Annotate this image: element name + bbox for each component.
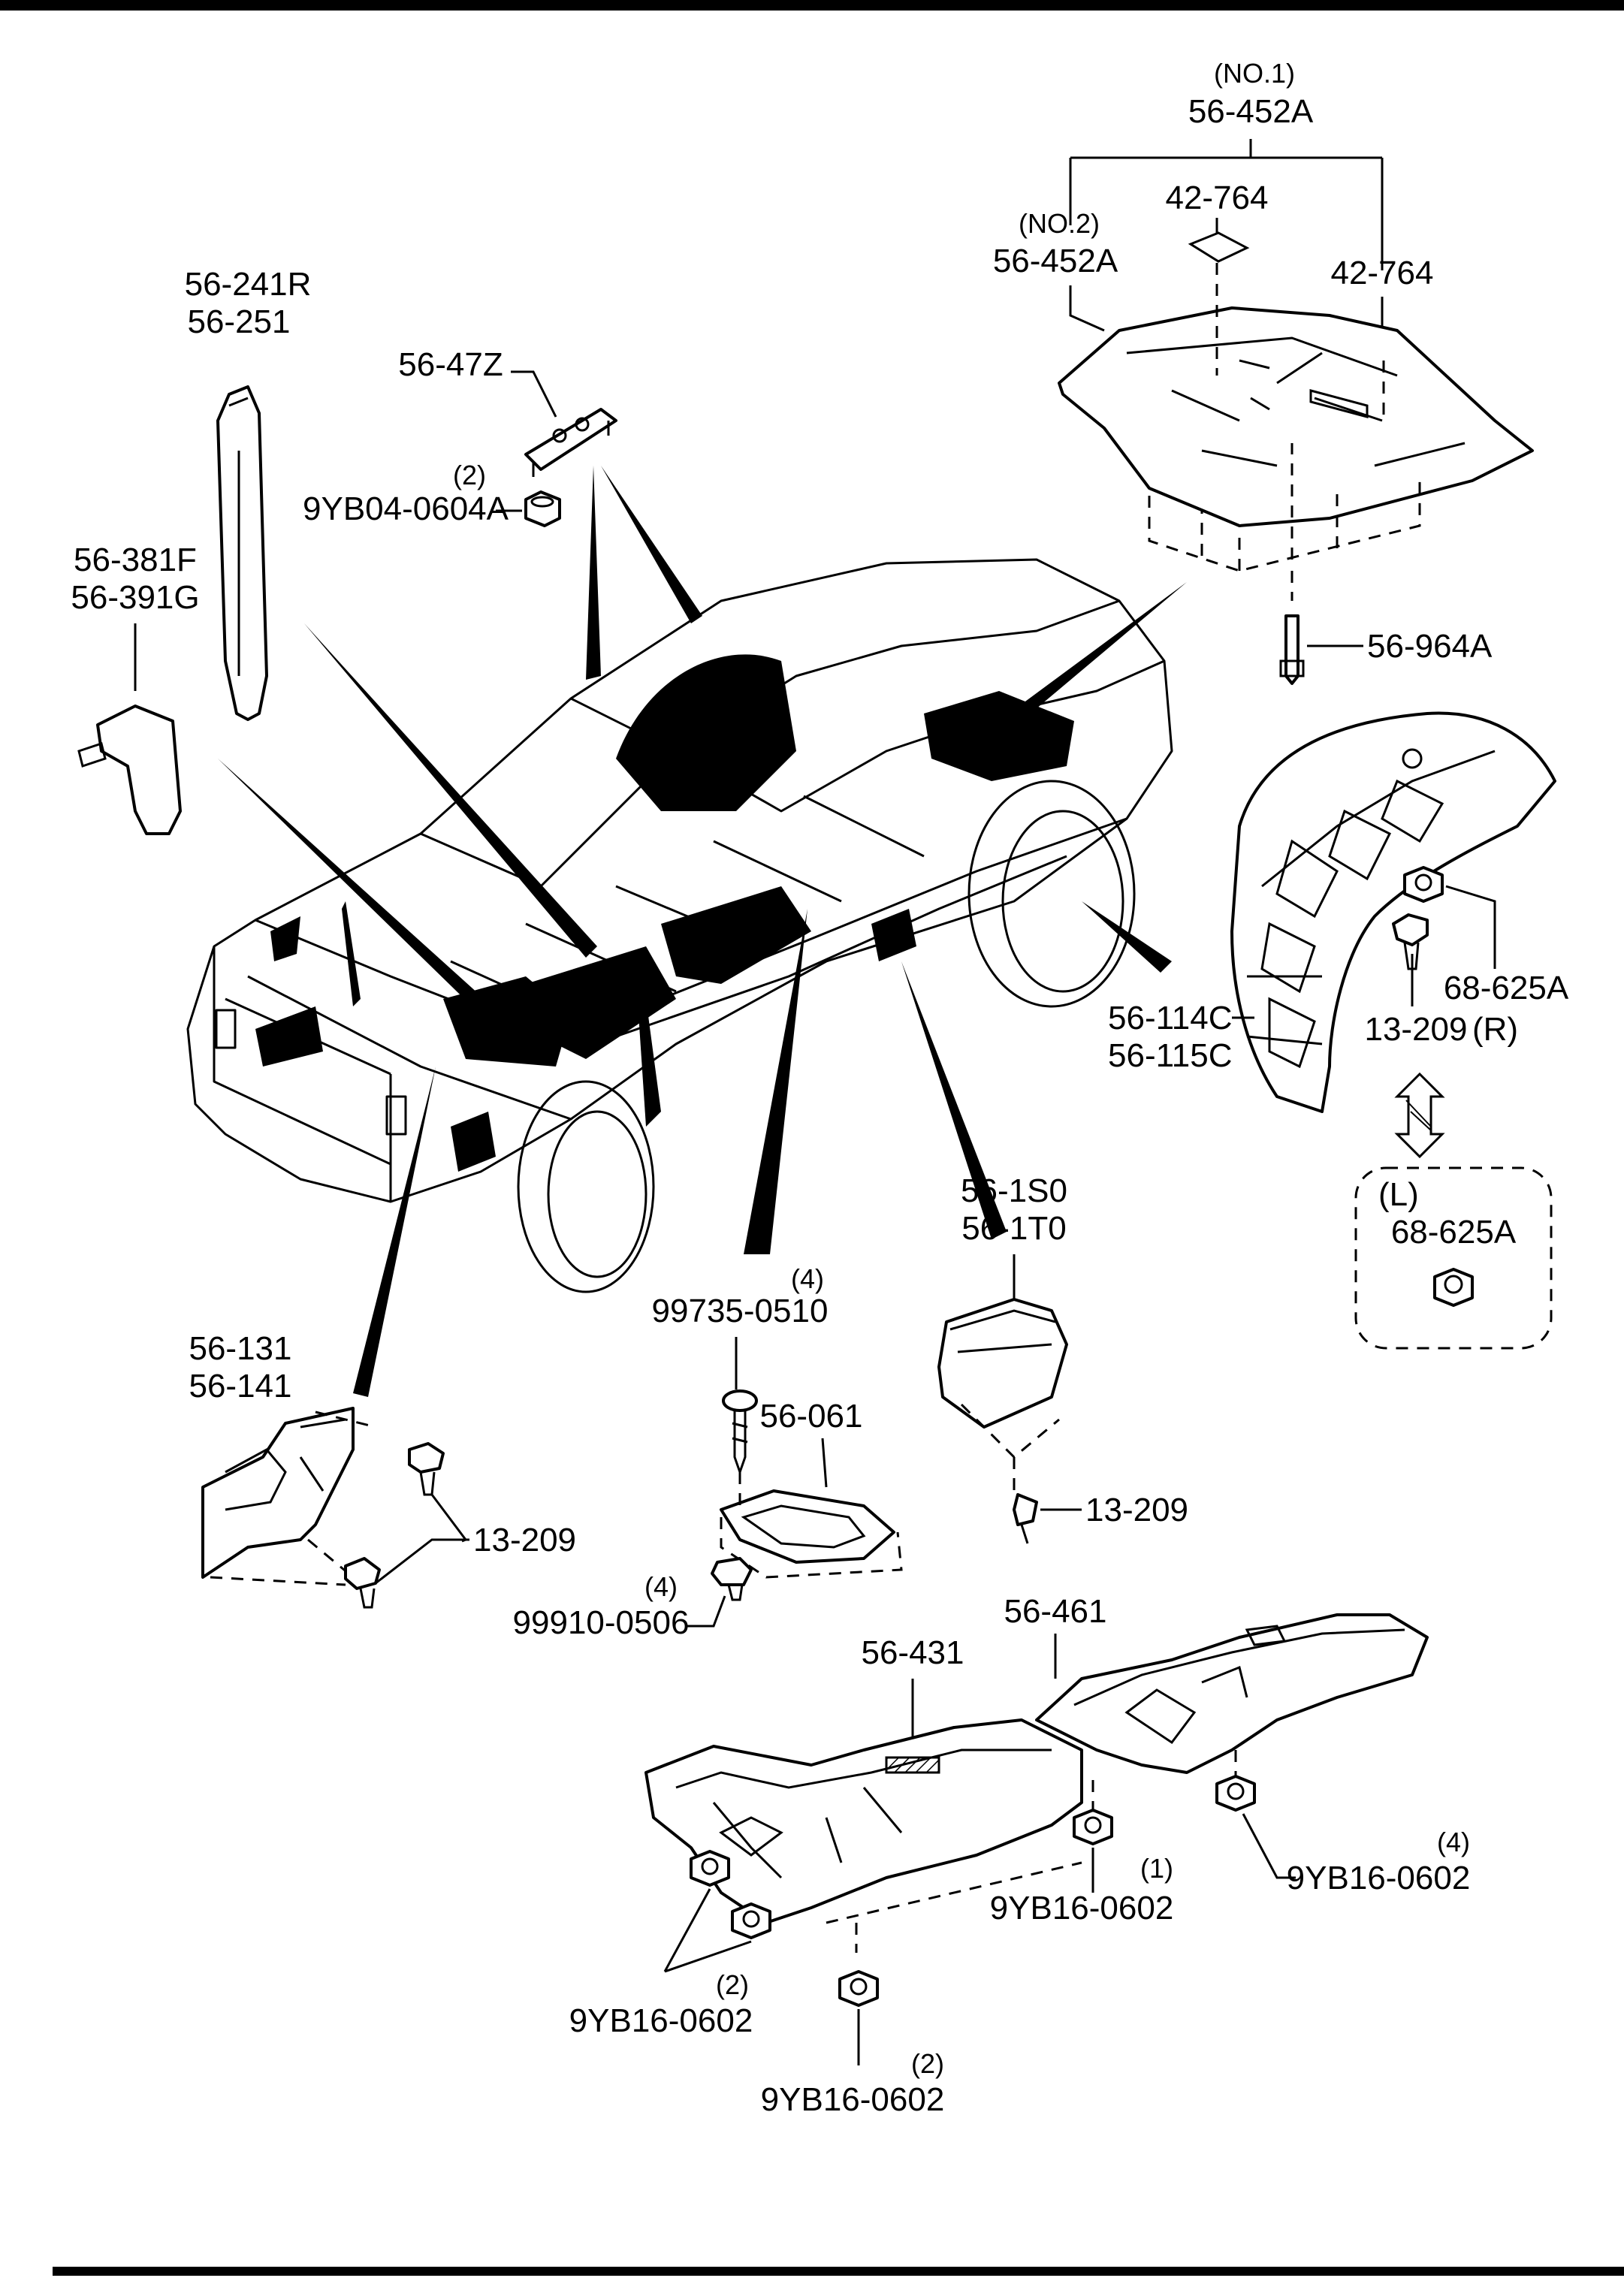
nut-top-label: 9YB04-0604A — [303, 490, 509, 527]
nut-mid-qty: (1) — [1140, 1853, 1173, 1884]
engine-under-cover: (NO.1) 56-452A 42-764 (NO.2) 56-452A 42-… — [993, 58, 1534, 685]
bottom-border — [53, 2267, 1624, 2276]
splash-shield: 56-131 56-141 13-209 — [189, 1330, 576, 1609]
leader-wedge-pillar — [304, 623, 597, 958]
nut-rear — [1215, 1750, 1296, 1879]
fender-liner-part — [1230, 711, 1556, 1113]
cover-bolt — [1284, 614, 1300, 685]
fender-liner: 56-114C 56-115C 68-625A 13-209 (R) (L) 6… — [1108, 711, 1569, 1350]
bracket-top-label: 56-47Z — [398, 346, 503, 383]
pad-right-label: 42-764 — [1330, 255, 1433, 291]
center-clip — [1013, 1493, 1038, 1526]
heat-insulators: 56-431 56-461 (4) 9YB16-0602 (1) 9 — [569, 1593, 1471, 2118]
side-trim-part — [96, 705, 182, 835]
splash-part — [201, 1407, 355, 1579]
screw-head — [722, 1389, 758, 1412]
nut-bottom-label: 9YB16-0602 — [761, 2081, 945, 2118]
pillar-trim: 56-241R 56-251 — [185, 266, 312, 721]
center-shield: 56-1S0 56-1T0 13-209 — [937, 1172, 1188, 1544]
nut-rear-label: 9YB16-0602 — [1287, 1860, 1471, 1896]
splash-label-b: 56-141 — [189, 1368, 291, 1405]
fastener-part — [711, 1557, 753, 1586]
nut-bottom — [826, 1861, 1082, 2065]
side-trim-label-b: 56-391G — [71, 579, 199, 616]
liner-label-b: 56-115C — [1108, 1037, 1233, 1074]
car-body — [186, 466, 1187, 1397]
heat-front-label: 56-431 — [861, 1634, 964, 1671]
top-border — [0, 0, 1624, 11]
nut-liner-label: 68-625A — [1444, 970, 1569, 1006]
clip-liner-side: (R) — [1472, 1011, 1518, 1048]
pad-center — [1188, 231, 1250, 263]
nut-bottom-qty: (2) — [911, 2048, 944, 2079]
cover-no1-label: 56-452A — [1188, 93, 1314, 130]
screw-qty: (4) — [791, 1263, 824, 1294]
top-bracket: 56-47Z (2) 9YB04-0604A — [303, 346, 617, 527]
plate-part — [720, 1489, 895, 1564]
nut-top-qty: (2) — [453, 460, 486, 490]
side-trim: 56-381F 56-391G — [71, 542, 200, 835]
pad-center-label: 42-764 — [1165, 180, 1268, 216]
liner-nut — [1403, 866, 1444, 903]
nut-left-pair-qty: (2) — [716, 1969, 749, 2000]
heat-rear-label: 56-461 — [1004, 1593, 1106, 1630]
cover-no2-label: 56-452A — [993, 243, 1118, 279]
liner-clip — [1392, 913, 1429, 946]
pillar-trim-label-a: 56-241R — [185, 266, 312, 303]
clip-liner-label: 13-209 — [1364, 1011, 1467, 1048]
plate-label: 56-061 — [759, 1398, 862, 1435]
splash-label-a: 56-131 — [189, 1330, 291, 1367]
bolt-cover-label: 56-964A — [1367, 628, 1493, 665]
heat-rear-part — [1035, 1613, 1429, 1774]
nut-mid-label: 9YB16-0602 — [990, 1890, 1174, 1926]
left-side-box — [1354, 1166, 1553, 1350]
leader-wedge-side — [218, 759, 526, 1048]
side-trim-label-a: 56-381F — [74, 542, 197, 578]
cover-no2-qty: (NO.2) — [1019, 208, 1100, 239]
pillar-trim-part — [216, 385, 268, 721]
cover-no1-qty: (NO.1) — [1214, 58, 1295, 89]
bracket-top-part — [524, 408, 617, 471]
shield-center-label-a: 56-1S0 — [961, 1172, 1067, 1209]
left-side-label: (L) — [1378, 1176, 1419, 1213]
splash-clip-1 — [408, 1442, 445, 1474]
clip-center-label: 13-209 — [1085, 1492, 1188, 1528]
nut-left — [1433, 1268, 1474, 1307]
clip-splash-label: 13-209 — [473, 1522, 576, 1558]
splash-clip-2 — [344, 1557, 381, 1590]
screw-label: 99735-0510 — [652, 1293, 829, 1329]
nut-rear-qty: (4) — [1437, 1827, 1470, 1857]
nut-mid — [1073, 1780, 1113, 1893]
shield-center-label-b: 56-1T0 — [961, 1210, 1066, 1247]
shield-center-part — [937, 1298, 1068, 1429]
double-arrow-icon — [1394, 1072, 1445, 1159]
liner-label-a: 56-114C — [1108, 1000, 1233, 1036]
fastener-label: 99910-0506 — [513, 1604, 690, 1641]
fastener-qty: (4) — [644, 1571, 678, 1602]
nut-left-pair-label: 9YB16-0602 — [569, 2002, 753, 2039]
nut-left-pair — [663, 1850, 771, 1973]
nut-left-label: 68-625A — [1391, 1214, 1517, 1251]
pillar-trim-label-b: 56-251 — [187, 303, 290, 340]
plate-assembly: (4) 99735-0510 56-061 (4) 99910-0506 — [513, 1263, 903, 1641]
